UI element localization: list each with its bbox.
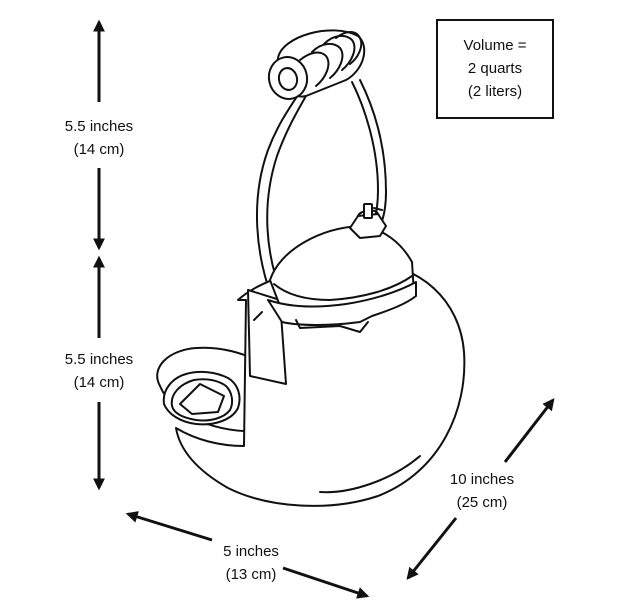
width-arrow-left [125, 511, 213, 542]
spout-triangle-opening [179, 383, 225, 415]
width-label-1: 5 inches [223, 543, 279, 560]
volume-box: Volume = 2 quarts (2 liters) [436, 19, 554, 119]
upper-height-label-2: (14 cm) [74, 141, 125, 158]
width-arrow-right [282, 566, 370, 599]
depth-label-1: 10 inches [450, 471, 514, 488]
volume-line-2: 2 quarts [468, 60, 522, 77]
volume-box-border [436, 19, 554, 119]
handle-wire-left-outer [256, 87, 303, 299]
upper-height-dimension: 5.5 inches (14 cm) [65, 19, 133, 251]
depth-arrow-bottom [406, 517, 458, 580]
lid-knob [349, 203, 387, 239]
handle-wire-left-inner [266, 91, 309, 296]
body-seam [319, 455, 421, 494]
width-label-2: (13 cm) [226, 566, 277, 583]
hinge-pin [253, 311, 263, 321]
lower-height-label-1: 5.5 inches [65, 351, 133, 368]
depth-label-2: (25 cm) [457, 494, 508, 511]
kettle-lid [267, 225, 417, 333]
kettle-illustration [156, 29, 466, 507]
width-dimension: 5 inches (13 cm) [125, 511, 370, 599]
volume-line-3: (2 liters) [468, 83, 522, 100]
volume-line-1: Volume = [464, 37, 527, 54]
lower-height-label-2: (14 cm) [74, 374, 125, 391]
handle-wire-right-inner [359, 79, 387, 225]
depth-arrow-top [503, 398, 555, 463]
spout-rim-inner [170, 378, 234, 422]
handle-wire-right-outer [351, 81, 379, 223]
upper-height-label-1: 5.5 inches [65, 118, 133, 135]
depth-dimension: 10 inches (25 cm) [406, 398, 555, 580]
coil-grip [267, 29, 366, 100]
lower-height-dimension: 5.5 inches (14 cm) [65, 255, 133, 491]
